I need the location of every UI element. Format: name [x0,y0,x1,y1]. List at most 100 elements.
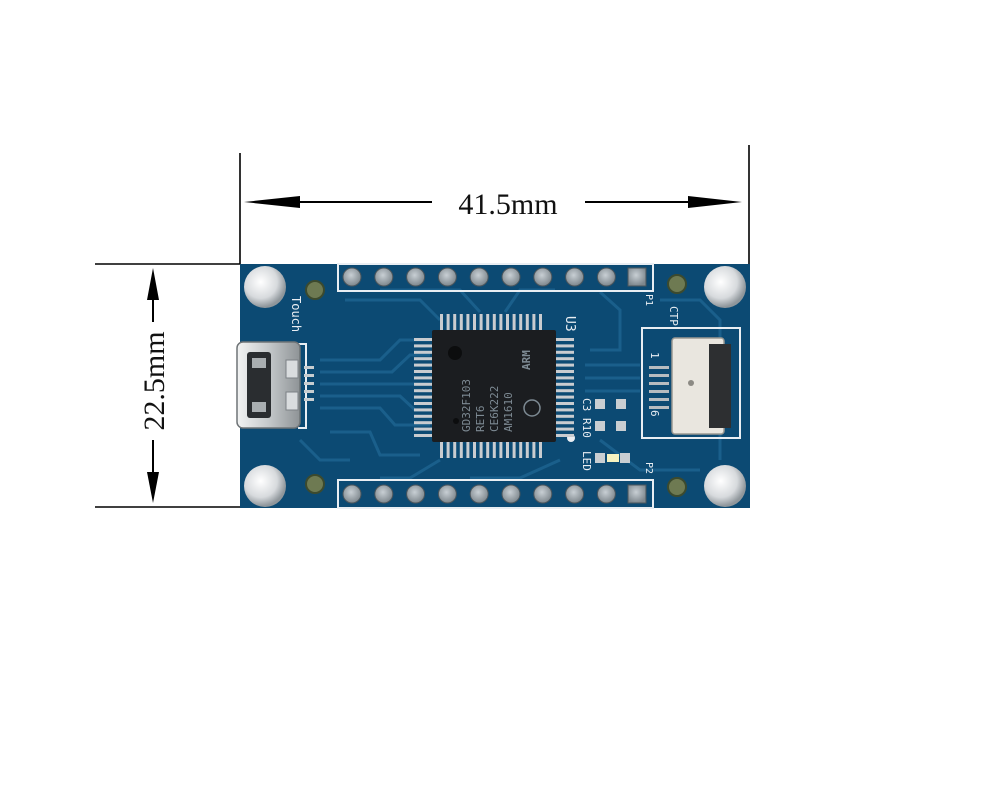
ctp-fpc-connector [641,327,741,439]
via-pad [305,474,325,494]
chip-pin [440,314,443,330]
mounting-hole-top-left [244,266,286,308]
header-pin-pad [533,267,553,287]
chip-text-line4: AM1610 [502,392,515,432]
chip-text-line3: CE6K222 [488,386,501,432]
chip-pin [414,350,432,354]
chip-pin [473,442,476,458]
arrow-up-icon [147,268,159,300]
chip-pin [414,421,432,425]
label-p2: P2 [643,462,654,474]
chip-pin [512,314,516,330]
chip-pin [414,370,432,373]
smd-components [595,399,630,463]
label-r10: R10 [580,418,593,438]
chip-pin [414,414,432,418]
chip-pin [440,442,443,458]
via-pad [667,477,687,497]
chip-pin [414,427,432,431]
chip-pin [556,382,574,386]
header-pin-pad [342,484,362,504]
pcb-board: Touch U3 CTP P1 P2 C3 R10 LED 1 6 [236,263,750,509]
chip-pin [556,363,574,367]
mounting-holes [244,266,746,507]
mounting-hole-top-right [704,266,746,308]
arrow-right-icon [688,196,742,208]
chip-pin [414,357,432,361]
chip-pin [499,314,503,330]
chip-pin [556,414,574,418]
header-pin-pad [596,484,616,504]
label-p1: P1 [643,294,654,306]
via-pad [667,274,687,294]
chip-pin [479,442,483,458]
chip-pin [532,442,536,458]
chip-pin [414,402,432,405]
width-label: 41.5mm [458,188,557,221]
header-pin-pad [374,267,394,287]
chip-pin [556,408,574,412]
header-pin-pad [374,484,394,504]
mcu-chip: GD32F103 RET6 CE6K222 AM1610 ARM [414,314,574,458]
chip-pin [556,350,574,354]
header-pin-pad [406,267,426,287]
chip-pin [519,442,523,458]
chip-pin [492,314,496,330]
chip-pin [414,389,432,393]
chip-pin [446,314,450,330]
chip-pin [556,389,574,393]
chip-pin [532,314,536,330]
width-dimension: 41.5mm [239,145,750,264]
header-pin-pad [406,484,426,504]
header-pin-pad [533,484,553,504]
header-pin-pad [437,484,457,504]
chip-pin [414,363,432,367]
chip-pin [466,442,470,458]
chip-pin [539,314,542,330]
chip-pin [506,314,509,330]
chip-pin [492,442,496,458]
header-pin-pad [565,484,585,504]
label-u3: U3 [562,316,577,332]
chip-pin [473,314,476,330]
chip-pin [556,395,574,399]
chip-logo-icon [523,399,541,417]
chip-pin [414,382,432,386]
label-pin1: 1 [648,352,661,359]
chip-brand: ARM [520,350,533,370]
chip-pin [414,338,432,341]
chip-pin [556,421,574,425]
label-led: LED [580,451,593,471]
label-pin6: 6 [648,410,661,417]
header-pin-pad [469,267,489,287]
chip-pin [414,376,432,380]
chip-pin [556,338,574,341]
chip-pin [506,442,509,458]
chip-pin [539,442,542,458]
chip-pin [512,442,516,458]
chip-pin [525,314,529,330]
chip-pin [556,434,574,437]
chip-pin [459,442,463,458]
chip-pin [486,314,490,330]
header-pin-pad [437,267,457,287]
chip-pin [453,314,457,330]
label-ctp: CTP [667,306,680,326]
chip-text-line2: RET6 [474,406,487,433]
chip-pin [414,408,432,412]
chip-text-line1: GD32F103 [460,379,473,432]
chip-pin [525,442,529,458]
micro-usb-connector [236,341,314,429]
chip-pin [446,442,450,458]
chip-pin [414,344,432,348]
arrow-left-icon [244,196,300,208]
header-pin-pad [342,267,362,287]
chip-pin [556,344,574,348]
header-pin-pad [469,484,489,504]
chip-pin [519,314,523,330]
chip-pin [556,357,574,361]
header-pin-pad [596,267,616,287]
chip-pin [414,434,432,437]
header-pin-pad [565,267,585,287]
